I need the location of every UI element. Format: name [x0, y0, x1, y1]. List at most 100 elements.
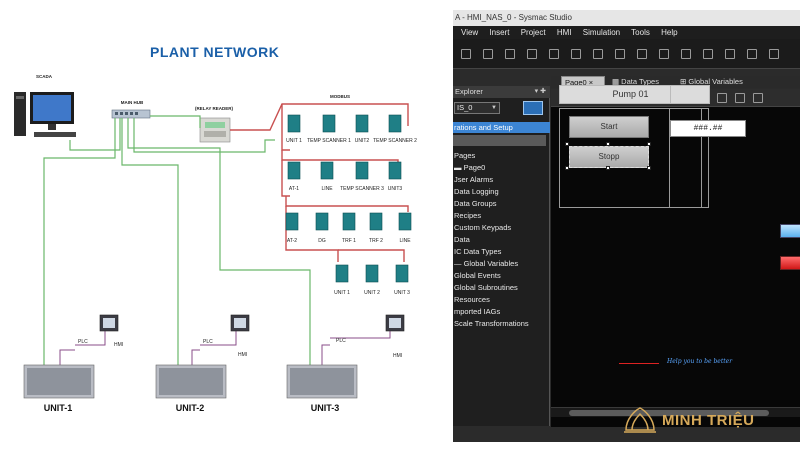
- tree-item[interactable]: Scale Transformations: [454, 319, 529, 328]
- menu-insert[interactable]: Insert: [489, 28, 510, 37]
- numeric-display-field[interactable]: ###.##: [670, 120, 746, 137]
- tree-item[interactable]: Pages: [454, 151, 476, 160]
- modbus-label-r2-3: TEMP SCANNER 3: [340, 186, 384, 192]
- red-indicator-lamp[interactable]: [780, 256, 800, 270]
- zoom-icon[interactable]: [753, 93, 763, 103]
- menu-help[interactable]: Help: [661, 28, 678, 37]
- modbus-label: MODBUS: [330, 94, 350, 99]
- simulate-icon[interactable]: [725, 49, 735, 59]
- tree-item[interactable]: Resources: [454, 295, 490, 304]
- main-hub-label: MAIN HUB: [121, 100, 144, 105]
- save-icon[interactable]: [461, 49, 471, 59]
- pin-icon[interactable]: ▾ ✚: [534, 88, 546, 95]
- modbus-label-r2-4: UNIT3: [388, 186, 403, 192]
- modbus-label-r3-3: TRF 1: [342, 238, 356, 244]
- tree-item-label: Page0: [463, 163, 486, 172]
- tree-item[interactable]: Jser Alarms: [454, 175, 494, 184]
- tree-item-blank[interactable]: [453, 135, 546, 146]
- main-toolbar: [453, 39, 800, 69]
- tree-item[interactable]: Data Logging: [454, 187, 499, 196]
- send-back-icon[interactable]: [735, 93, 745, 103]
- modbus-label-r2-2: LINE: [321, 186, 333, 192]
- device-monitor-button[interactable]: [523, 101, 543, 115]
- modbus-label-r1-1: UNIT 1: [286, 138, 302, 144]
- settings-icon[interactable]: [769, 49, 779, 59]
- tab-label: Data Types: [621, 77, 659, 86]
- modbus-label-r2-1: AT-1: [289, 186, 299, 192]
- unit-3: PLC HMI UNIT-3: [286, 314, 405, 413]
- diagram-title: PLANT NETWORK: [150, 44, 280, 60]
- menu-view[interactable]: View: [461, 28, 479, 37]
- pump-group-frame[interactable]: [559, 108, 702, 208]
- second-group-frame[interactable]: [669, 108, 709, 208]
- tree-item[interactable]: — Global Variables: [453, 258, 550, 270]
- online-icon[interactable]: [703, 49, 713, 59]
- stop-button[interactable]: Stopp: [569, 146, 649, 168]
- chevron-down-icon: ▼: [491, 105, 497, 111]
- main-hub-icon: [111, 109, 151, 119]
- selection-handle[interactable]: [606, 142, 610, 146]
- close-icon[interactable]: ×: [588, 78, 594, 87]
- monitor-icon[interactable]: [747, 49, 757, 59]
- tree-item[interactable]: mported IAGs: [454, 307, 501, 316]
- transfer-icon[interactable]: [681, 49, 691, 59]
- tree-item[interactable]: Recipes: [454, 211, 482, 220]
- menu-hmi[interactable]: HMI: [556, 28, 572, 37]
- unit-2: PLC HMI UNIT-2: [155, 314, 250, 413]
- horizontal-scrollbar[interactable]: [551, 407, 800, 417]
- layout-icon[interactable]: [637, 49, 647, 59]
- menu-project[interactable]: Project: [520, 28, 546, 37]
- plant-network-diagram: SCADA MAIN HUB (RELAY READER) MODBUS: [14, 44, 418, 413]
- redo-icon[interactable]: [527, 49, 537, 59]
- scrollbar-thumb[interactable]: [569, 410, 769, 416]
- tab-global-variables[interactable]: ⊞ Global Variables: [677, 76, 767, 88]
- selection-handle[interactable]: [647, 142, 651, 146]
- explorer-title: Explorer: [455, 87, 483, 96]
- tree-item-operations-setup[interactable]: rations and Setup: [453, 122, 550, 133]
- blue-indicator-lamp[interactable]: [780, 224, 800, 238]
- scada-label: SCADA: [36, 74, 53, 79]
- device-select[interactable]: IS_0 ▼: [454, 102, 500, 114]
- tree-item[interactable]: Global Events: [454, 271, 501, 280]
- copy-icon[interactable]: [549, 49, 559, 59]
- unit-name: UNIT-1: [44, 403, 73, 413]
- tree-item[interactable]: Data Groups: [454, 199, 497, 208]
- tree-item[interactable]: IC Data Types: [454, 247, 502, 256]
- bring-front-icon[interactable]: [717, 93, 727, 103]
- tree-item[interactable]: Global Subroutines: [454, 283, 518, 292]
- unit-1: PLC HMI UNIT-1: [23, 314, 123, 413]
- delete-icon[interactable]: [593, 49, 603, 59]
- plc-label: PLC: [203, 339, 213, 345]
- menu-tools[interactable]: Tools: [631, 28, 650, 37]
- selection-handle[interactable]: [606, 166, 610, 170]
- window-title: A - HMI_NAS_0 - Sysmac Studio: [453, 10, 800, 26]
- build-icon[interactable]: [659, 49, 669, 59]
- second-panel-header: [670, 85, 710, 104]
- modbus-label-r3-5: LINE: [399, 238, 411, 244]
- modbus-label-r4-2: UNIT 2: [364, 290, 380, 296]
- undo-icon[interactable]: [505, 49, 515, 59]
- menu-simulation[interactable]: Simulation: [582, 28, 621, 37]
- page-icon: ▬: [454, 163, 464, 172]
- modbus-devices: [285, 114, 412, 283]
- table-icon: ▦: [612, 77, 622, 86]
- tree-item[interactable]: Data: [454, 235, 470, 244]
- selection-handle[interactable]: [647, 166, 651, 170]
- start-button[interactable]: Start: [569, 116, 649, 138]
- tree-item[interactable]: ▬ Page0: [453, 162, 550, 174]
- unit-name: UNIT-2: [176, 403, 205, 413]
- plc-label: PLC: [336, 338, 346, 344]
- selection-handle[interactable]: [565, 166, 569, 170]
- grid-icon[interactable]: [615, 49, 625, 59]
- selection-handle[interactable]: [565, 142, 569, 146]
- modbus-label-r4-3: UNIT 3: [394, 290, 410, 296]
- cut-icon[interactable]: [483, 49, 493, 59]
- tree-item[interactable]: Custom Keypads: [454, 223, 512, 232]
- explorer-header: Explorer ▾ ✚: [453, 86, 550, 98]
- modbus-label-r1-3: UNIT2: [355, 138, 370, 144]
- variables-icon: ⊞: [680, 77, 689, 86]
- brand-name: MINH TRIỆU: [662, 412, 755, 429]
- paste-icon[interactable]: [571, 49, 581, 59]
- modbus-label-r4-1: UNIT 1: [334, 290, 350, 296]
- tab-data-types[interactable]: ▦ Data Types: [609, 76, 673, 88]
